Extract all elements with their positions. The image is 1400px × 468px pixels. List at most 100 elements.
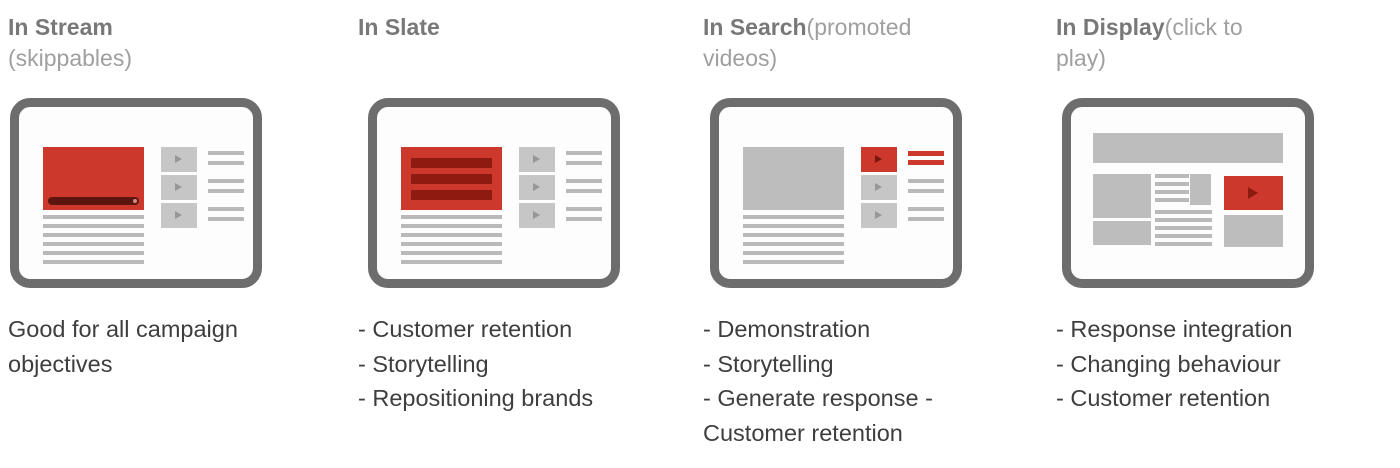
article-text-block xyxy=(401,215,502,269)
format-column-in-search: In Search(promoted videos) - Demonstrati… xyxy=(703,0,1043,468)
format-column-in-slate: In Slate xyxy=(358,0,698,468)
slate-bar xyxy=(411,174,492,184)
title-bold: In Search xyxy=(703,14,807,40)
promoted-video-search-mockup-icon xyxy=(710,98,962,288)
play-icon xyxy=(533,155,540,163)
text-line xyxy=(1155,182,1189,186)
play-icon xyxy=(875,211,882,219)
suggested-video-row xyxy=(161,203,247,228)
title-subtitle-line2: videos) xyxy=(703,45,778,71)
play-icon xyxy=(875,155,882,163)
text-line xyxy=(43,251,144,255)
article-text-block xyxy=(43,215,144,269)
video-caption-lines xyxy=(908,179,944,199)
article-text-block xyxy=(1155,210,1212,250)
text-line xyxy=(908,217,944,221)
text-line xyxy=(43,242,144,246)
article-text-block xyxy=(743,215,844,269)
text-line xyxy=(743,224,844,228)
page-banner xyxy=(1093,133,1283,163)
objectives-list: Good for all campaign objectives xyxy=(8,312,238,381)
text-line xyxy=(566,161,602,165)
video-caption-lines xyxy=(208,179,244,199)
video-thumbnail xyxy=(161,175,197,200)
text-line xyxy=(208,189,244,193)
content-block xyxy=(1093,174,1151,218)
text-line xyxy=(1155,174,1189,178)
objective-line: - Demonstration xyxy=(703,316,871,342)
objective-line: - Storytelling xyxy=(703,350,834,377)
suggested-video-row xyxy=(519,203,605,228)
text-line xyxy=(1155,210,1212,214)
text-line xyxy=(566,217,602,221)
suggested-video-row xyxy=(861,175,947,200)
promoted-video-row xyxy=(861,147,947,172)
objective-line: - Storytelling xyxy=(358,350,489,377)
format-column-in-stream: In Stream (skippables) xyxy=(8,0,348,468)
text-line xyxy=(908,207,944,211)
title-bold: In Slate xyxy=(358,14,440,40)
text-line xyxy=(908,151,944,156)
play-icon xyxy=(175,211,182,219)
text-line xyxy=(566,207,602,211)
video-thumbnail xyxy=(861,203,897,228)
play-icon xyxy=(175,183,182,191)
objective-line: - Repositioning brands xyxy=(358,385,594,412)
title-subtitle: (click to xyxy=(1164,14,1243,40)
suggested-video-row xyxy=(519,147,605,172)
promoted-video-thumbnail xyxy=(861,147,897,172)
text-line xyxy=(208,207,244,211)
title-subtitle-line2: play) xyxy=(1056,45,1106,71)
objective-line: Good for all campaign xyxy=(8,316,238,342)
text-line xyxy=(743,215,844,219)
text-line xyxy=(401,224,502,228)
content-block xyxy=(1190,174,1211,205)
text-line xyxy=(743,260,844,264)
text-line xyxy=(208,179,244,183)
text-line xyxy=(743,233,844,237)
objective-line: - Changing behaviour xyxy=(1056,350,1281,377)
play-icon xyxy=(533,183,540,191)
title-subtitle-line2: (skippables) xyxy=(8,45,132,71)
slate-video-mockup-icon xyxy=(368,98,620,288)
column-title: In Slate xyxy=(358,12,440,43)
text-line xyxy=(566,151,602,155)
text-line xyxy=(401,251,502,255)
text-line xyxy=(401,215,502,219)
text-line xyxy=(566,189,602,193)
video-thumbnail xyxy=(519,175,555,200)
objective-line: - Generate response - xyxy=(703,385,933,412)
video-thumbnail xyxy=(519,203,555,228)
text-line xyxy=(1155,226,1212,230)
video-caption-lines xyxy=(208,151,244,171)
promoted-caption-lines xyxy=(908,151,944,169)
play-icon xyxy=(1248,187,1258,199)
suggested-video-row xyxy=(861,203,947,228)
text-line xyxy=(401,233,502,237)
video-thumbnail xyxy=(161,203,197,228)
video-caption-lines xyxy=(566,151,602,171)
text-line xyxy=(908,189,944,193)
column-title: In Stream (skippables) xyxy=(8,12,132,74)
video-caption-lines xyxy=(908,207,944,227)
text-line xyxy=(1155,190,1189,194)
display-ad-click-to-play-mockup-icon xyxy=(1062,98,1314,288)
progress-bar xyxy=(48,197,139,205)
play-icon xyxy=(175,155,182,163)
text-line xyxy=(43,224,144,228)
title-bold: In Display xyxy=(1056,14,1165,40)
video-thumbnail xyxy=(519,147,555,172)
text-line xyxy=(43,215,144,219)
objective-line: Customer retention xyxy=(703,419,903,446)
suggested-video-row xyxy=(161,147,247,172)
text-line xyxy=(908,160,944,165)
column-title: In Display(click to play) xyxy=(1056,12,1243,74)
text-line xyxy=(208,151,244,155)
article-text-block xyxy=(1155,174,1189,206)
text-line xyxy=(43,260,144,264)
play-icon xyxy=(875,183,882,191)
text-line xyxy=(401,260,502,264)
skip-icon xyxy=(133,199,137,203)
objective-line: objectives xyxy=(8,350,113,377)
